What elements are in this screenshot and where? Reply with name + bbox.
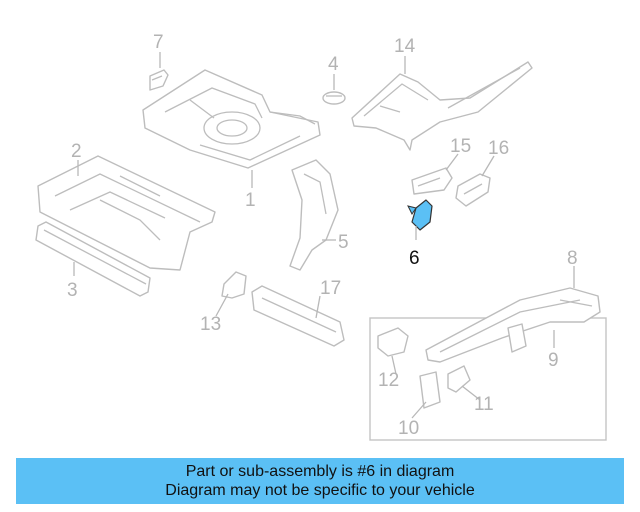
part-10-bracket [419, 371, 441, 409]
callout-16: 16 [488, 138, 509, 159]
callout-5: 5 [338, 232, 349, 253]
small-bracket [507, 323, 527, 353]
part-13-bracket [221, 271, 247, 299]
callout-10: 10 [398, 418, 419, 439]
callout-2: 2 [71, 141, 82, 162]
part-14-crossmember [351, 61, 533, 151]
part-4-plug [322, 91, 346, 105]
callout-11: 11 [474, 394, 494, 415]
callout-12: 12 [378, 370, 399, 391]
part-17-rail [251, 285, 345, 347]
callout-15: 15 [450, 136, 471, 157]
part-16-bracket [455, 173, 491, 207]
callout-1: 1 [245, 190, 256, 211]
part-12-bracket [377, 327, 409, 357]
parts-diagram: 7 4 14 15 16 2 1 5 6 3 17 13 8 9 12 11 1… [35, 32, 607, 441]
part-8-rail [425, 287, 601, 363]
callout-4: 4 [328, 54, 339, 75]
leader-lines [73, 52, 575, 419]
callout-14: 14 [394, 36, 416, 57]
info-banner: Part or sub-assembly is #6 in diagram Di… [16, 458, 624, 504]
part-11-bracket [447, 365, 471, 393]
callout-13: 13 [200, 314, 221, 335]
callout-numbers: 7 4 14 15 16 2 1 5 6 3 17 13 8 9 12 11 1… [67, 32, 578, 439]
callout-6: 6 [409, 248, 420, 269]
callout-9: 9 [548, 350, 559, 371]
part-15-bracket [411, 167, 453, 195]
part-6-bracket-highlighted [407, 199, 433, 231]
callout-8: 8 [567, 248, 578, 269]
banner-line-2: Diagram may not be specific to your vehi… [165, 482, 475, 499]
callout-17: 17 [320, 278, 341, 299]
part-7-clip [149, 69, 169, 91]
part-3-sill [35, 221, 151, 297]
part-2-front-floor-pan [37, 155, 216, 271]
part-1-rear-floor-pan [142, 69, 321, 169]
callout-3: 3 [67, 280, 78, 301]
part-5-pillar [289, 159, 339, 271]
callout-7: 7 [153, 32, 164, 53]
banner-line-1: Part or sub-assembly is #6 in diagram [185, 463, 455, 480]
